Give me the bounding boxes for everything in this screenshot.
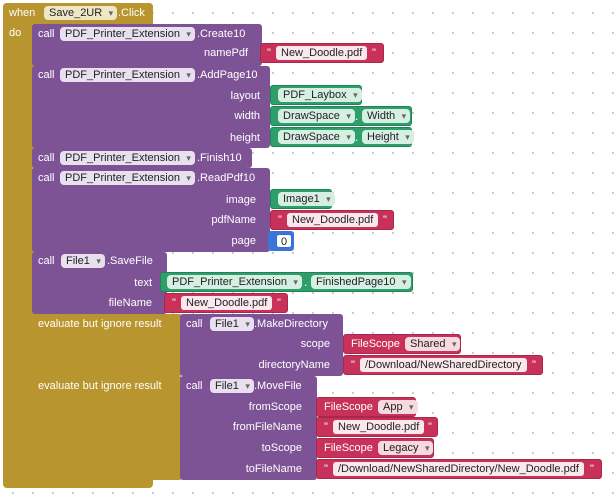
do-keyword: do <box>9 27 22 39</box>
arg-label-page: page <box>231 235 256 247</box>
savefile-component-dropdown[interactable]: File1 <box>61 254 105 268</box>
quote-open: " <box>351 359 355 371</box>
arg-label-text: text <box>134 277 152 289</box>
arg-label-image: image <box>226 194 256 206</box>
image-component-dropdown[interactable]: Image1 <box>278 192 335 206</box>
readpdf10-component-dropdown[interactable]: PDF_Printer_Extension <box>60 171 195 185</box>
arg-label-layout: layout <box>230 90 260 102</box>
quote-close: " <box>590 463 594 475</box>
quote-close: " <box>277 297 281 309</box>
quote-close: " <box>383 214 387 226</box>
quote-open: " <box>267 47 271 59</box>
arg-label-directoryName: directoryName <box>258 359 330 371</box>
filescope-keyword: FileScope <box>324 442 373 454</box>
string-value-namePdf[interactable]: New_Doodle.pdf <box>276 46 368 60</box>
makedirectory-method: .MakeDirectory <box>254 318 328 330</box>
evaluate-ignore-block-movefile[interactable] <box>32 376 182 480</box>
makedirectory-call-block[interactable] <box>180 314 343 376</box>
filescope-dropdown-fromScope[interactable]: App <box>378 400 418 414</box>
evaluate-ignore-label: evaluate but ignore result <box>38 318 162 330</box>
call-keyword: call <box>186 380 203 392</box>
call-keyword: call <box>38 69 55 81</box>
makedirectory-component-dropdown[interactable]: File1 <box>210 317 254 331</box>
quote-close: " <box>372 47 376 59</box>
quote-close: " <box>428 421 432 433</box>
quote-open: " <box>172 297 176 309</box>
quote-open: " <box>324 421 328 433</box>
string-value-directoryName[interactable]: /Download/NewSharedDirectory <box>360 358 527 372</box>
height-property-dropdown[interactable]: Height <box>362 130 414 144</box>
evaluate-ignore-label: evaluate but ignore result <box>38 380 162 392</box>
filescope-keyword: FileScope <box>324 401 373 413</box>
finish10-component-dropdown[interactable]: PDF_Printer_Extension <box>60 151 195 165</box>
create10-method: .Create10 <box>197 28 246 40</box>
property-dot: . <box>355 109 359 123</box>
arg-label-pdfName: pdfName <box>211 214 256 226</box>
text-property-dropdown[interactable]: FinishedPage10 <box>311 275 411 289</box>
string-value-pdfName[interactable]: New_Doodle.pdf <box>287 213 379 227</box>
arg-label-height: height <box>230 132 260 144</box>
quote-close: " <box>532 359 536 371</box>
addpage10-method: .AddPage10 <box>197 69 258 81</box>
addpage10-component-dropdown[interactable]: PDF_Printer_Extension <box>60 68 195 82</box>
savefile-method: .SaveFile <box>107 255 153 267</box>
property-dot: . <box>304 275 308 289</box>
movefile-call-block[interactable] <box>180 376 317 480</box>
arg-label-fileName: fileName <box>108 297 152 309</box>
arg-label-width: width <box>234 110 260 122</box>
arg-label-namePdf: namePdf <box>203 47 248 59</box>
text-component-dropdown[interactable]: PDF_Printer_Extension <box>167 275 302 289</box>
width-property-dropdown[interactable]: Width <box>362 109 411 123</box>
filescope-dropdown-toScope[interactable]: Legacy <box>378 441 434 455</box>
movefile-component-dropdown[interactable]: File1 <box>210 379 254 393</box>
call-keyword: call <box>38 152 55 164</box>
quote-open: " <box>278 214 282 226</box>
evaluate-ignore-block-makedir[interactable] <box>32 314 182 376</box>
filescope-keyword: FileScope <box>351 338 400 350</box>
readpdf10-method: .ReadPdf10 <box>197 172 256 184</box>
event-block-footer <box>3 480 153 488</box>
call-keyword: call <box>38 172 55 184</box>
movefile-method: .MoveFile <box>254 380 302 392</box>
string-value-fromFileName[interactable]: New_Doodle.pdf <box>333 420 425 434</box>
arg-label-toFileName: toFileName <box>245 463 302 475</box>
layout-component-dropdown[interactable]: PDF_Laybox <box>278 88 362 102</box>
call-keyword: call <box>38 28 55 40</box>
filescope-dropdown-scope[interactable]: Shared <box>405 337 461 351</box>
call-keyword: call <box>38 255 55 267</box>
event-component-dropdown[interactable]: Save_2UR <box>44 6 118 20</box>
height-component-dropdown[interactable]: DrawSpace <box>278 130 355 144</box>
create10-component-dropdown[interactable]: PDF_Printer_Extension <box>60 27 195 41</box>
arg-label-scope: scope <box>300 338 330 350</box>
width-component-dropdown[interactable]: DrawSpace <box>278 109 355 123</box>
string-value-fileName[interactable]: New_Doodle.pdf <box>181 296 273 310</box>
property-dot: . <box>355 130 359 144</box>
event-name: .Click <box>118 7 145 19</box>
quote-open: " <box>324 463 328 475</box>
when-keyword: when <box>9 7 36 19</box>
arg-label-fromScope: fromScope <box>248 401 302 413</box>
call-keyword: call <box>186 318 203 330</box>
number-value-page[interactable]: 0 <box>276 234 293 248</box>
arg-label-fromFileName: fromFileName <box>232 421 302 433</box>
finish10-method: .Finish10 <box>197 152 242 164</box>
string-value-toFileName[interactable]: /Download/NewSharedDirectory/New_Doodle.… <box>333 462 584 476</box>
arg-label-toScope: toScope <box>261 442 302 454</box>
